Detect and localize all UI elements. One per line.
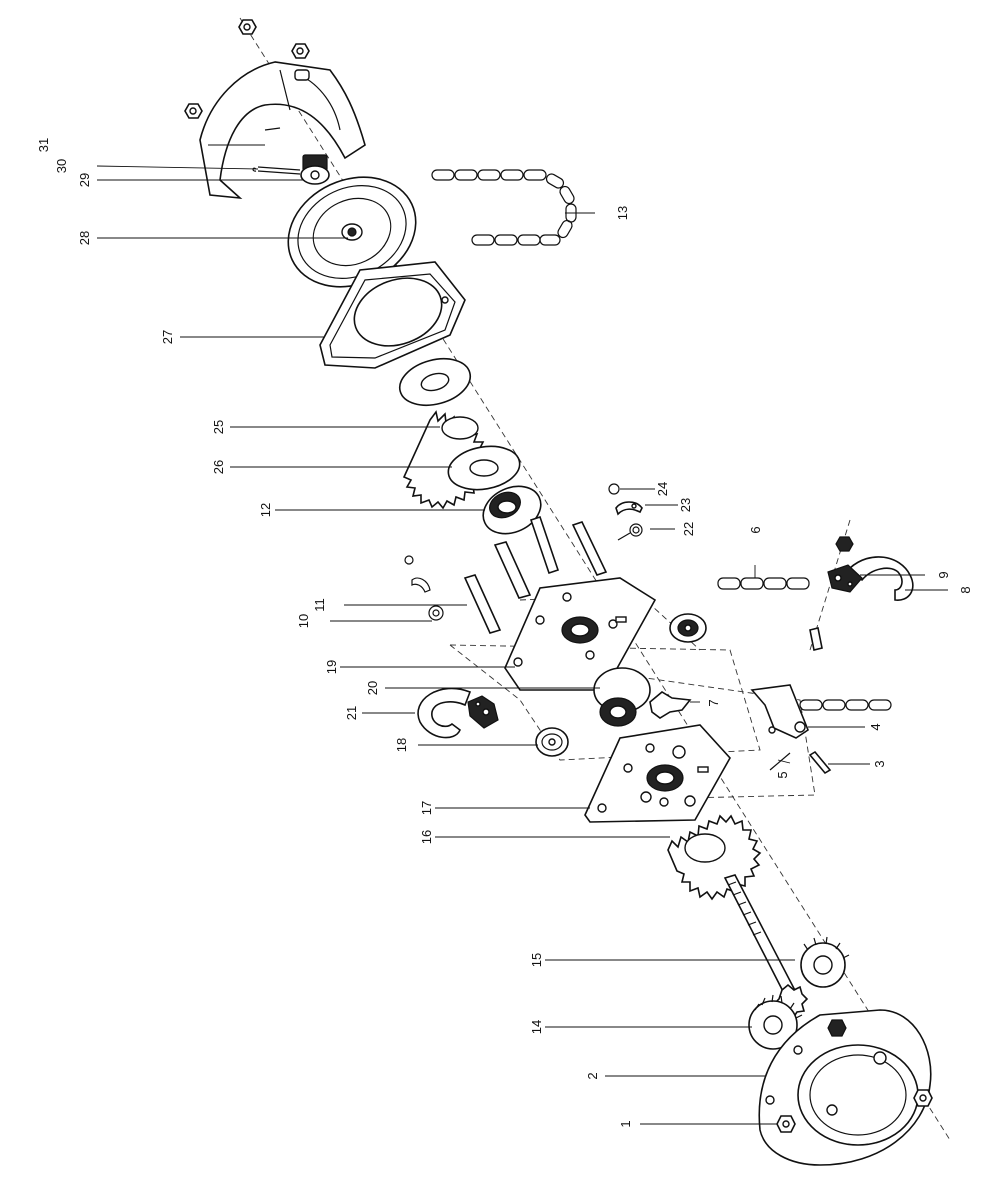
callout-25: 25 <box>211 420 226 434</box>
gear-right <box>800 936 850 988</box>
callout-27: 27 <box>160 330 175 344</box>
callout-22: 22 <box>681 522 696 536</box>
callout-12: 12 <box>258 503 273 517</box>
hook-nut-top <box>835 536 854 552</box>
housing-nut-top <box>827 1019 847 1037</box>
hook-bolt-bottom <box>809 627 823 651</box>
leader-lines <box>96 144 948 1125</box>
part-18-idler-roller <box>535 727 569 757</box>
callout-20: 20 <box>365 681 380 695</box>
part-28-pulley-wheel <box>287 176 417 288</box>
callout-28: 28 <box>77 231 92 245</box>
part-roller-right <box>669 613 707 643</box>
callout-19: 19 <box>324 660 339 674</box>
callout-2: 2 <box>585 1072 600 1079</box>
chain-right <box>799 699 892 711</box>
callout-26: 26 <box>211 460 226 474</box>
part-7-stripper <box>649 691 692 719</box>
part-11-shaft <box>463 574 502 634</box>
callout-6: 6 <box>748 526 763 533</box>
part-19-side-plate-upper <box>504 577 657 691</box>
part-21-hook <box>417 687 499 739</box>
part-10-spring <box>428 605 444 621</box>
top-nut-1 <box>238 19 257 35</box>
callout-15: 15 <box>529 953 544 967</box>
callout-30: 30 <box>54 159 69 173</box>
part-22-spring <box>617 523 643 541</box>
part-8-hook <box>827 556 914 601</box>
callout-5: 5 <box>775 771 790 778</box>
bolt-b <box>529 515 560 575</box>
part-6-chain <box>717 577 810 590</box>
part-clip-left <box>404 555 431 593</box>
callout-13: 13 <box>615 206 630 220</box>
plate-guide-box-lower <box>519 659 816 801</box>
bolt-c <box>571 521 608 576</box>
part-12-hub <box>482 485 542 535</box>
callout-11: 11 <box>312 598 327 612</box>
callout-24: 24 <box>655 482 670 496</box>
part-23-pawl <box>615 501 643 516</box>
callout-29: 29 <box>77 173 92 187</box>
housing-nut-right <box>913 1089 933 1107</box>
bolt-a <box>493 541 532 599</box>
callout-21: 21 <box>344 706 359 720</box>
part-31-cover <box>199 61 366 200</box>
callout-1: 1 <box>618 1120 633 1127</box>
callout-7: 7 <box>706 699 721 706</box>
part-26-washer <box>447 445 521 491</box>
part-24-circlip <box>608 483 620 495</box>
part-4-chain-anchor <box>750 684 809 739</box>
callout-14: 14 <box>529 1020 544 1034</box>
top-nut-3 <box>184 103 203 119</box>
callout-8: 8 <box>958 586 973 593</box>
callout-23: 23 <box>678 498 693 512</box>
callout-3: 3 <box>872 760 887 767</box>
part-20-load-sheave <box>593 667 651 727</box>
callout-17: 17 <box>419 801 434 815</box>
part-2-gear-housing <box>758 1009 932 1166</box>
part-washer-upper <box>398 357 472 407</box>
callout-9: 9 <box>936 571 951 578</box>
callout-4: 4 <box>868 723 883 730</box>
part-1-nut <box>776 1115 796 1133</box>
part-29-castle-nut <box>300 154 330 185</box>
part-13-chain <box>431 169 577 246</box>
part-30-cotter-pin <box>252 166 301 175</box>
part-14-gear <box>748 994 803 1050</box>
top-nut-2 <box>291 43 310 59</box>
callout-16: 16 <box>419 830 434 844</box>
part-27-guide-plate <box>319 261 466 369</box>
callout-18: 18 <box>394 738 409 752</box>
callout-31: 31 <box>36 138 51 152</box>
part-17-side-plate-lower <box>584 724 731 823</box>
part-16-ring-gear <box>667 814 762 901</box>
callout-10: 10 <box>296 614 311 628</box>
part-3-bolt <box>808 750 832 775</box>
part-5-pin <box>769 752 791 771</box>
